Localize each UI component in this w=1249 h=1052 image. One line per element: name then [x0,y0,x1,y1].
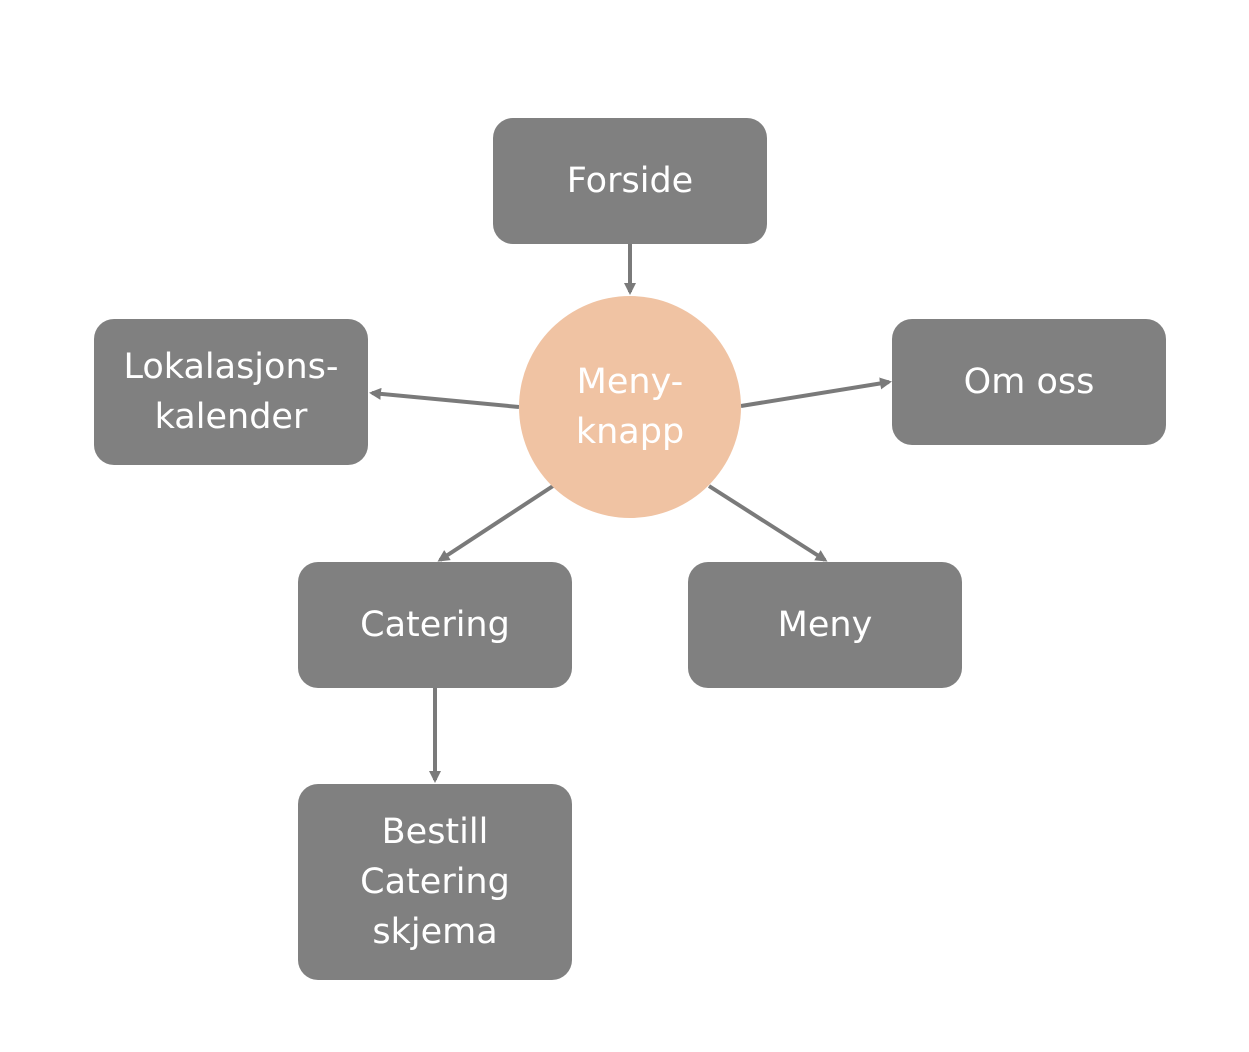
node-forside: Forside [493,118,767,244]
node-meny-knapp-label: Meny- knapp [575,362,685,452]
node-meny: Meny [688,562,962,688]
edge-meny-knapp-to-meny [707,484,828,562]
edge-group [369,244,892,783]
node-forside-label: Forside [566,161,694,201]
node-meny-label: Meny [777,605,873,645]
node-bestill-catering-skjema-label: Bestill Catering skjema [360,812,510,952]
edge-meny-knapp-to-lokalasjonskalender [369,387,520,409]
node-meny-knapp: Meny- knapp [519,296,741,518]
node-om-oss: Om oss [892,319,1166,445]
node-lokalasjonskalender: Lokalasjons- kalender [94,319,368,465]
node-lokalasjonskalender-label: Lokalasjons- kalender [123,347,339,437]
node-bestill-catering-skjema: Bestill Catering skjema [298,784,572,980]
node-catering-label: Catering [360,605,510,645]
edge-meny-knapp-to-catering [437,484,555,562]
edge-meny-knapp-to-om-oss [740,377,892,408]
node-om-oss-label: Om oss [963,362,1095,402]
node-catering: Catering [298,562,572,688]
